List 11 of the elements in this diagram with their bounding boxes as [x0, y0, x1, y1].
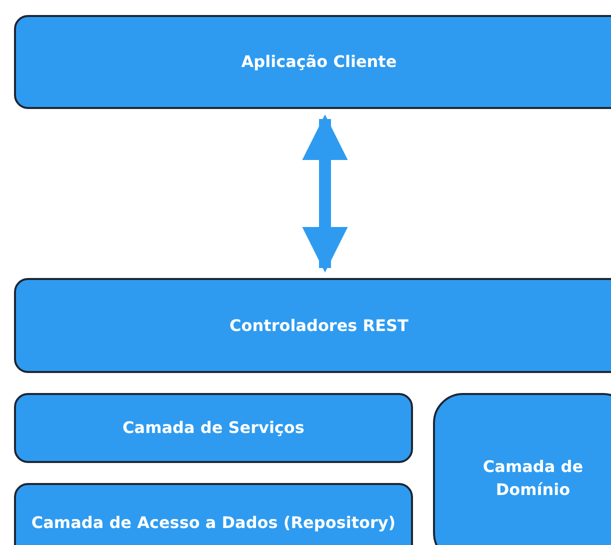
box-label: Camada de Acesso a Dados (Repository): [31, 512, 396, 534]
controller-box: [14, 278, 611, 373]
layer-box: [14, 393, 413, 463]
layer-box: [433, 393, 611, 545]
app-client-box: [14, 15, 611, 109]
box-label: Aplicação Cliente: [241, 51, 397, 74]
box-label: Controladores REST: [230, 314, 408, 337]
double-arrow: [302, 114, 348, 273]
box-label: Camada de Serviços: [122, 417, 304, 440]
layer-box: [14, 483, 413, 545]
box-label: Camada de Domínio: [482, 456, 584, 501]
